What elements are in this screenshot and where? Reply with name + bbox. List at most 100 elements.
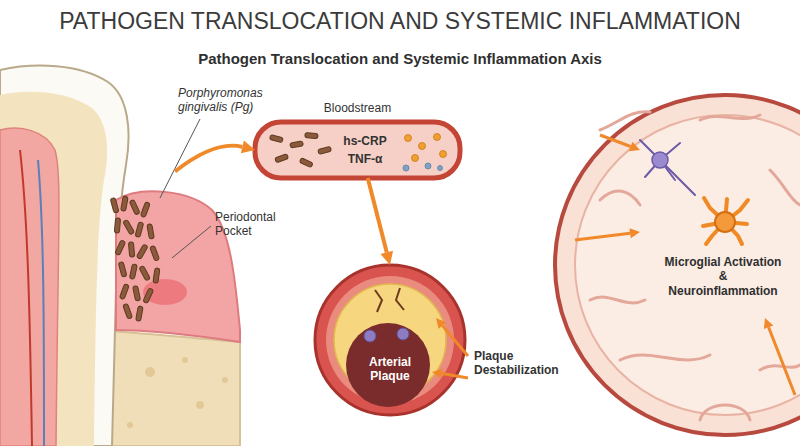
artery-cross-section-part <box>432 369 443 379</box>
callout-label: Plaque Destabilization <box>474 349 566 378</box>
blood-vessel-part-part <box>412 155 419 162</box>
blood-vessel-part-part <box>305 132 318 138</box>
tooth-illustration-part-part <box>128 242 134 257</box>
tooth-illustration-part <box>20 150 32 446</box>
tooth-illustration-part <box>143 279 187 305</box>
blood-vessel <box>255 122 460 178</box>
flow-arrow <box>368 178 393 265</box>
tooth-illustration-part <box>0 92 107 446</box>
tooth-illustration-part-part <box>123 303 133 319</box>
brain-illustration-part-part <box>620 355 710 360</box>
brain-illustration-part <box>555 95 800 435</box>
artery-cross-section <box>315 265 468 415</box>
tooth-illustration-part-part <box>129 264 137 280</box>
flow-arrow <box>175 141 255 172</box>
brain-illustration-part-part <box>590 297 645 303</box>
brain-illustration-part <box>590 112 800 420</box>
tooth-illustration-part-part <box>135 222 144 238</box>
tooth-illustration-part <box>222 377 228 383</box>
blood-vessel-part-part <box>425 163 431 169</box>
blood-vessel-part <box>403 163 443 171</box>
tooth-illustration-part <box>145 367 155 377</box>
artery-cross-section-part <box>436 318 446 329</box>
tooth-illustration-part-part <box>136 244 148 259</box>
node-text: TNF-α <box>330 152 400 166</box>
artery-cross-section-part <box>396 288 404 310</box>
node-text: Microglial Activation & Neuroinflammatio… <box>663 255 783 298</box>
blood-vessel-part-part <box>438 166 443 171</box>
blood-vessel-part-part <box>405 135 412 142</box>
artery-cross-section-part <box>397 328 409 340</box>
diagram-title: PATHOGEN TRANSLOCATION AND SYSTEMIC INFL… <box>0 8 800 36</box>
tooth-illustration-part-part <box>140 202 150 218</box>
diagram-node: Porphyromonas gingivalis (Pg)Periodontal… <box>0 80 175 446</box>
node-text: Arterial Plaque <box>353 355 427 384</box>
flow-arrow-line <box>175 146 242 172</box>
tooth-illustration <box>0 66 240 446</box>
tooth-illustration-part-part <box>133 286 141 302</box>
tooth-illustration-part-part <box>119 284 129 300</box>
brain-illustration-part <box>764 318 773 329</box>
brain-illustration-part <box>715 212 735 232</box>
tooth-illustration-part <box>172 226 211 258</box>
blood-vessel-part-part <box>440 151 447 158</box>
brain-illustration-part <box>600 135 631 147</box>
artery-cross-section-part <box>315 265 465 415</box>
blood-vessel-part-part <box>318 146 332 154</box>
tooth-illustration-part <box>0 128 59 446</box>
tooth-illustration-part <box>127 422 133 428</box>
blood-vessel-part <box>255 122 460 178</box>
tooth-illustration-part <box>38 160 44 446</box>
tooth-illustration-part-part <box>110 197 119 213</box>
artery-cross-section-part <box>375 290 382 312</box>
tooth-illustration-part-part <box>150 245 160 261</box>
diagram-node: Arterial Plaque <box>315 265 465 415</box>
diagram-node: Bloodstreamhs-CRPTNF-α <box>255 122 460 178</box>
tooth-illustration-part <box>110 196 160 322</box>
tooth-illustration-part-part <box>129 199 140 215</box>
artery-cross-section-part <box>364 330 376 342</box>
artery-cross-section-part <box>346 323 430 407</box>
blood-vessel-part <box>269 132 331 167</box>
brain-illustration-part <box>630 228 641 238</box>
node-text: Porphyromonas gingivalis (Pg) <box>178 86 270 115</box>
tooth-illustration-part-part <box>153 268 160 284</box>
arrow-head <box>241 141 255 154</box>
brain-illustration-part <box>575 233 630 240</box>
blood-vessel-part-part <box>419 143 426 150</box>
artery-cross-section-part <box>442 374 468 378</box>
node-text: hs-CRP <box>330 134 400 148</box>
tooth-illustration-part-part <box>121 196 129 212</box>
blood-vessel-part <box>405 134 447 162</box>
blood-vessel-part-part <box>275 154 289 163</box>
blood-vessel-part-part <box>299 158 313 168</box>
diagram-node: Microglial Activation & Neuroinflammatio… <box>555 95 800 446</box>
brain-illustration <box>555 95 800 435</box>
tooth-illustration-part-part <box>115 240 126 256</box>
node-text: Bloodstream <box>255 101 460 115</box>
tooth-illustration-part <box>0 66 129 446</box>
tooth-illustration-part-part <box>123 219 135 234</box>
flow-arrow-line <box>368 178 387 252</box>
blood-vessel-part-part <box>434 134 441 141</box>
tooth-illustration-part <box>196 401 204 409</box>
blood-vessel-part-part <box>290 141 304 148</box>
tooth-illustration-part-part <box>118 261 127 277</box>
brain-illustration-part-part <box>600 191 640 205</box>
brain-illustration-part <box>769 327 795 395</box>
brain-illustration-part-part <box>666 166 695 195</box>
brain-illustration-part <box>575 115 800 415</box>
brain-illustration-part-part <box>700 115 760 120</box>
tooth-illustration-part-part <box>139 265 150 281</box>
tooth-illustration-part-part <box>114 218 120 233</box>
subtitle-label: Pathogen Translocation and Systemic Infl… <box>150 50 650 68</box>
brain-illustration-part-part <box>700 405 750 420</box>
brain-illustration-part-part <box>760 365 800 370</box>
blood-vessel-part-part <box>403 165 409 171</box>
node-text: Periodontal Pocket <box>215 210 295 239</box>
brain-illustration-part-part <box>600 112 650 130</box>
tooth-illustration-part <box>182 357 188 363</box>
tooth-illustration-part-part <box>147 224 155 240</box>
arrow-head <box>380 251 393 265</box>
